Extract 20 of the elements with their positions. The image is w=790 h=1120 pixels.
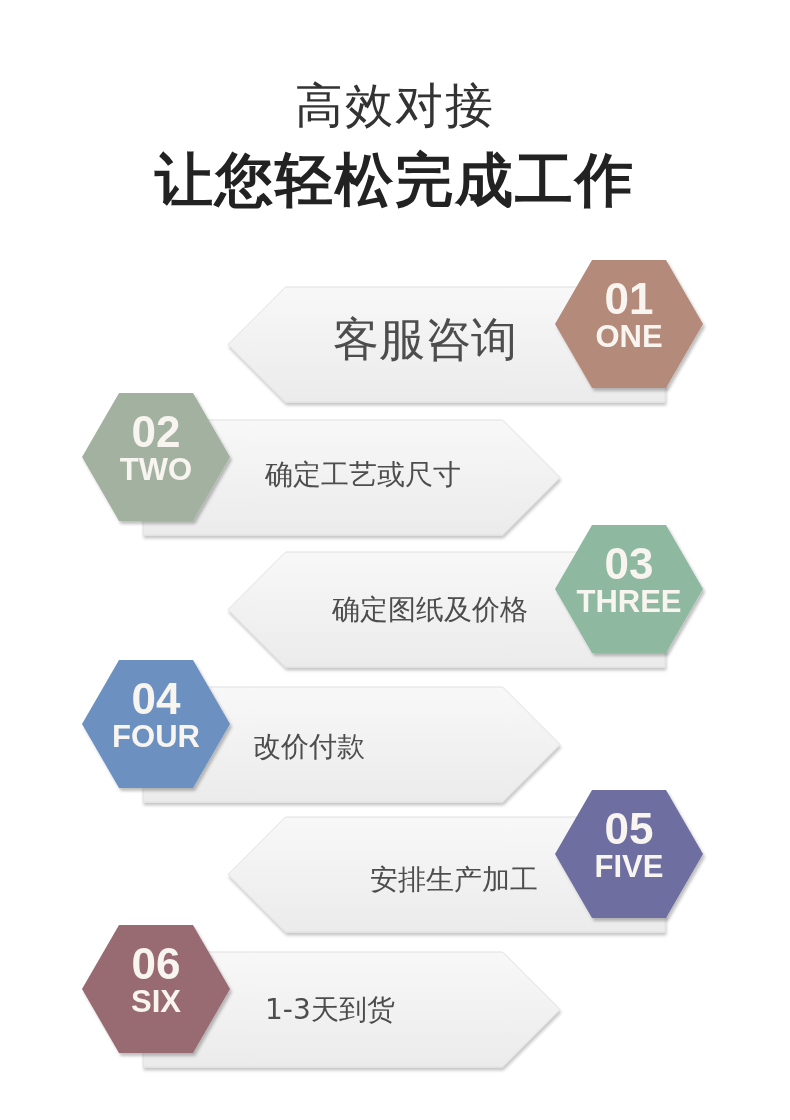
step-label: 改价付款 [253, 730, 365, 764]
step-number: 06 [131, 941, 181, 986]
step-label: 确定图纸及价格 [332, 593, 528, 627]
heading: 高效对接 [295, 76, 495, 134]
step-word: FOUR [112, 720, 200, 754]
step-word: THREE [576, 585, 682, 619]
step-word: ONE [595, 320, 663, 354]
step-number: 02 [131, 409, 181, 454]
step-word: SIX [131, 985, 181, 1019]
step-word: TWO [119, 453, 193, 487]
step-label: 客服咨询 [333, 312, 517, 368]
step-number: 01 [604, 276, 654, 321]
step-label: 1-3天到货 [265, 993, 395, 1027]
subheading: 让您轻松完成工作 [155, 146, 635, 214]
step-label: 确定工艺或尺寸 [265, 458, 461, 492]
step-number: 04 [131, 676, 181, 721]
step-number: 03 [604, 541, 654, 586]
step-label: 安排生产加工 [370, 863, 538, 897]
step-word: FIVE [594, 850, 664, 884]
step-number: 05 [604, 806, 654, 851]
